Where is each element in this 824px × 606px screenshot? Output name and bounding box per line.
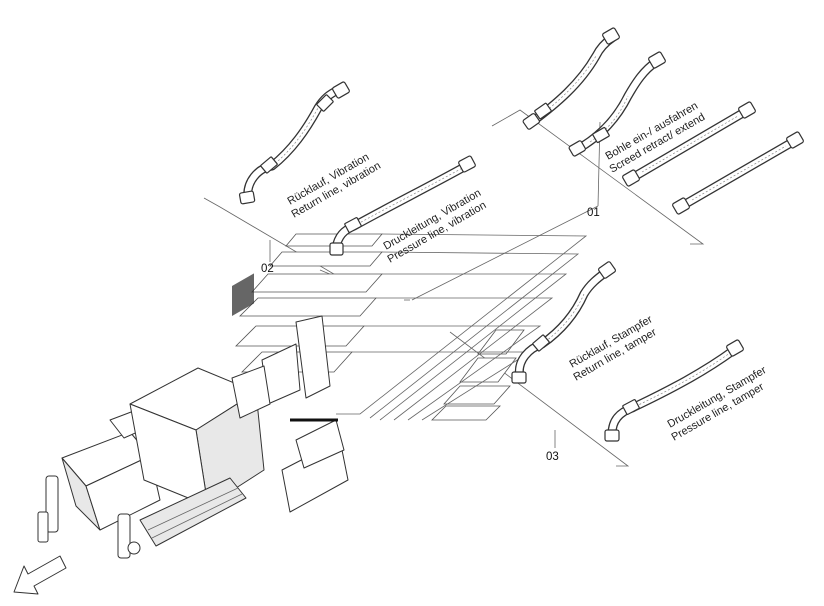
- hose-screed-3: [622, 101, 756, 187]
- hose-screed-1: [522, 27, 620, 130]
- hose-screed-4: [672, 131, 804, 215]
- group-number-01: 01: [587, 207, 600, 219]
- asphalt-paver-machine: [37, 273, 349, 559]
- hose-pressure-vibration: [329, 155, 476, 256]
- group-number-02: 02: [261, 263, 274, 275]
- hose-pressure-tamper: [604, 339, 744, 442]
- hose-screed-2: [568, 51, 666, 157]
- direction-arrow-icon: [13, 555, 67, 595]
- hose-return-vibration: [238, 81, 350, 205]
- group-number-03: 03: [546, 451, 559, 463]
- hose-return-tamper: [511, 261, 616, 384]
